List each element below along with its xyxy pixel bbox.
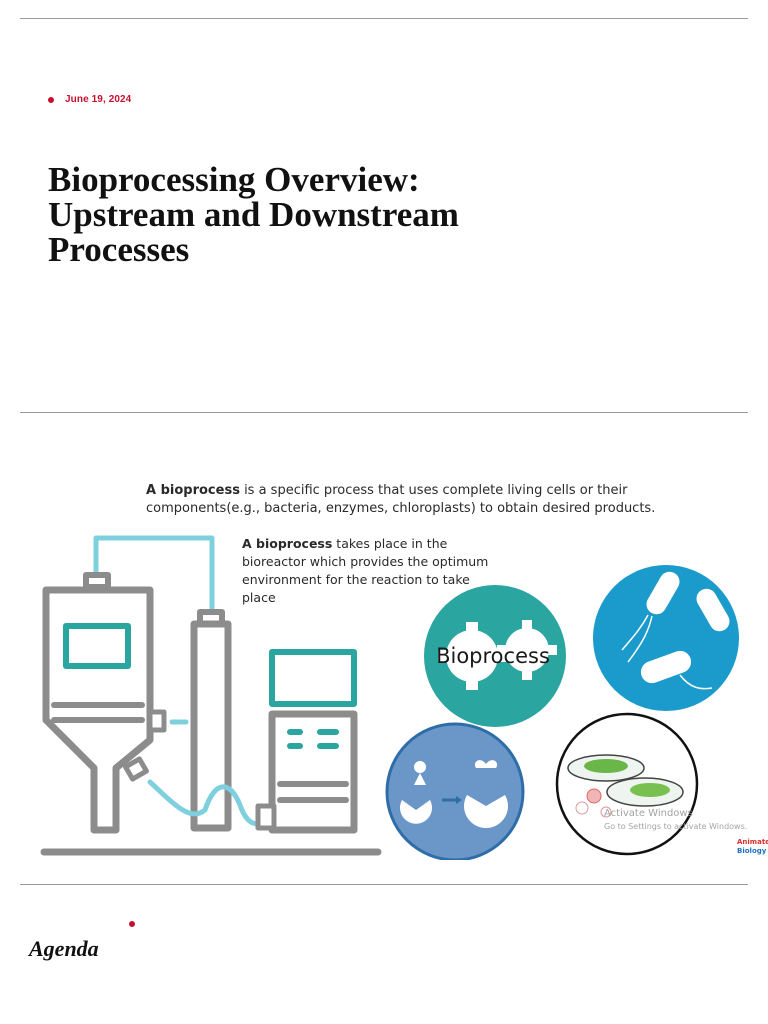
definition-line: components(e.g., bacteria, enzymes, chlo… xyxy=(146,501,655,516)
reactor-line: bioreactor which provides the optimum xyxy=(242,554,488,569)
bacteria-circle-icon xyxy=(593,565,739,711)
definition-line: A bioprocess is a specific process that … xyxy=(146,483,628,498)
title-line: Processes xyxy=(48,230,190,269)
title-line: Upstream and Downstream xyxy=(48,195,459,234)
reactor-line: environment for the reaction to take xyxy=(242,572,470,587)
gear-label: Bioprocess xyxy=(436,644,550,668)
logo-icon: Animated Biology xyxy=(737,838,768,855)
bullet-dot-icon xyxy=(129,921,135,927)
divider-top xyxy=(20,18,748,19)
divider-middle xyxy=(20,412,748,413)
bioreactor-icon xyxy=(40,535,382,856)
watermark-line: Activate Windows xyxy=(604,808,693,819)
watermark-line: Go to Settings to activate Windows. xyxy=(604,822,747,831)
divider-bottom xyxy=(20,884,748,885)
svg-text:Biology: Biology xyxy=(737,847,767,855)
title-line: Bioprocessing Overview: xyxy=(48,160,420,199)
svg-text:Animated: Animated xyxy=(737,838,768,846)
bullet-dot-icon xyxy=(48,96,54,103)
post-date: June 19, 2024 xyxy=(48,94,131,105)
bioprocess-illustration: A bioprocess is a specific process that … xyxy=(40,483,768,860)
date-text: June 19, 2024 xyxy=(65,94,132,105)
section-heading: Agenda xyxy=(29,936,99,961)
enzyme-circle-icon xyxy=(385,722,525,860)
reactor-line: A bioprocess takes place in the xyxy=(242,536,448,551)
reactor-line: place xyxy=(242,590,276,605)
gear-circle-icon: Bioprocess xyxy=(424,585,566,727)
petri-dish-circle-icon xyxy=(555,712,699,856)
page-title: Bioprocessing Overview: Upstream and Dow… xyxy=(48,162,688,267)
